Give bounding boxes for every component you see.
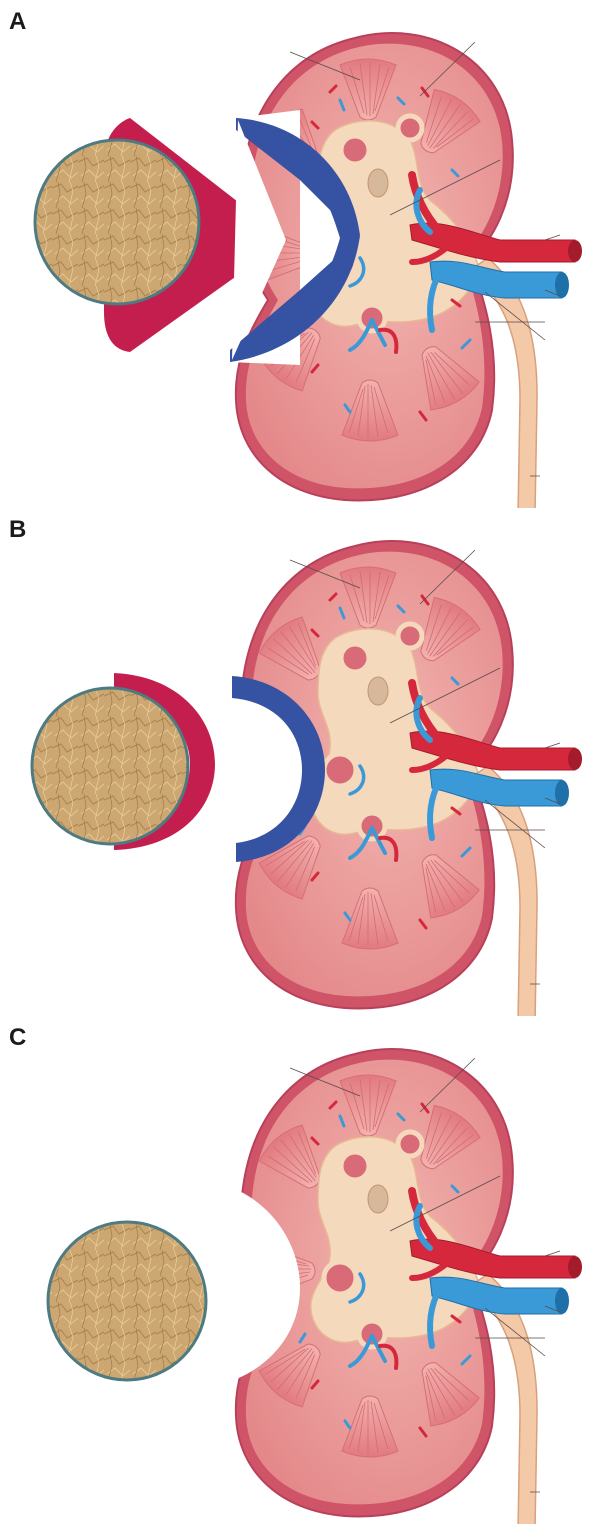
tissue-texture-disc bbox=[35, 140, 199, 304]
kidney-diagram-a bbox=[0, 0, 598, 508]
tissue-texture-disc bbox=[48, 1222, 206, 1380]
tissue-texture-disc bbox=[32, 688, 188, 844]
panel-c: C bbox=[0, 1016, 598, 1524]
kidney-diagram-c bbox=[0, 1016, 598, 1524]
kidney-illustration bbox=[236, 33, 582, 508]
panel-a: A bbox=[0, 0, 598, 508]
panel-b: B bbox=[0, 508, 598, 1016]
kidney-diagram-b bbox=[0, 508, 598, 1016]
